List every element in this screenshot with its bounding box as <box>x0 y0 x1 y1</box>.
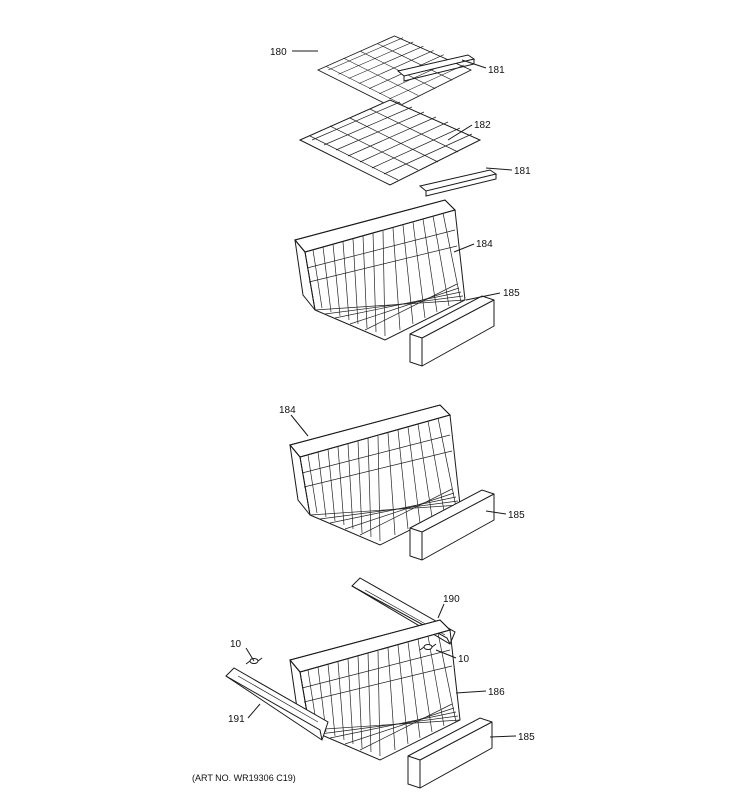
callout-185-upper: 185 <box>503 288 520 299</box>
panel-185-lower <box>407 717 493 789</box>
callout-184-upper: 184 <box>476 239 493 250</box>
panel-185-middle <box>409 489 495 561</box>
rail-191 <box>225 667 329 741</box>
callout-184-middle: 184 <box>279 405 296 416</box>
basket-186 <box>289 619 461 761</box>
art-number: (ART NO. WR19306 C19) <box>192 773 296 783</box>
callout-186: 186 <box>488 687 505 698</box>
shelf-182 <box>299 99 481 186</box>
leader-lines <box>245 50 517 738</box>
callout-181-top: 181 <box>488 65 505 76</box>
shelf-180 <box>317 35 472 109</box>
callout-190: 190 <box>443 594 460 605</box>
callout-10-right: 10 <box>458 654 470 665</box>
trim-181-bottom <box>419 169 497 197</box>
callout-10-left: 10 <box>230 639 242 650</box>
callout-185-middle: 185 <box>508 510 525 521</box>
callout-180: 180 <box>270 47 287 58</box>
callout-191: 191 <box>228 714 245 725</box>
screw-10-right <box>419 643 437 651</box>
callout-181-bottom: 181 <box>514 166 531 177</box>
callout-182: 182 <box>474 120 491 131</box>
callout-185-lower: 185 <box>518 732 535 743</box>
